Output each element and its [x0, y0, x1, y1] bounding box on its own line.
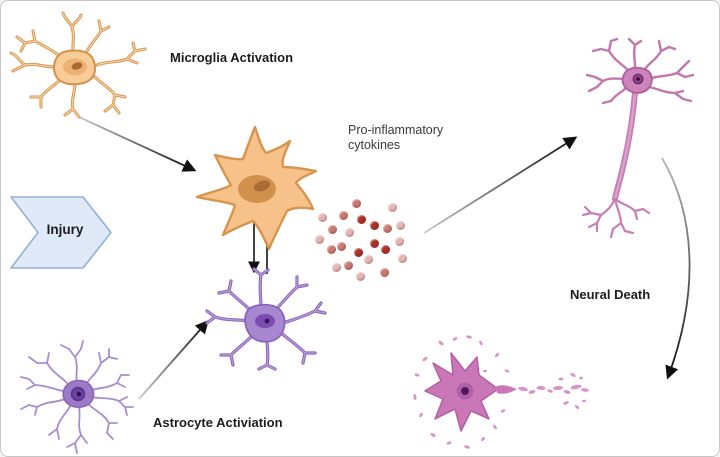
activated-astrocyte-illustration: [205, 267, 327, 371]
pro-inflammatory-cytokines-label: Pro-inflammatory cytokines: [348, 123, 444, 152]
injury-label: Injury: [46, 222, 84, 237]
microglia-activation-label: Microglia Activation: [170, 50, 294, 65]
resting-microglia-illustration: [9, 11, 147, 119]
astrocyte-activation-label: Astrocyte Activiation: [153, 415, 283, 430]
axon-fragments: [413, 335, 589, 449]
degenerating-neuron-illustration: [413, 335, 589, 449]
arrow-microglia-to-activated: [78, 116, 197, 172]
activated-microglia-illustration: [195, 125, 318, 251]
neural-death-label: Neural Death: [570, 287, 651, 302]
healthy-neuron-illustration: [581, 37, 695, 239]
injury-shape: [10, 196, 112, 269]
arrow-neuron-to-death-curved: [661, 157, 691, 380]
resting-astrocyte-illustration: [20, 340, 134, 454]
arrow-astrocyte-to-activated: [138, 319, 209, 400]
arrow-cytokines-to-neuron: [423, 136, 578, 234]
